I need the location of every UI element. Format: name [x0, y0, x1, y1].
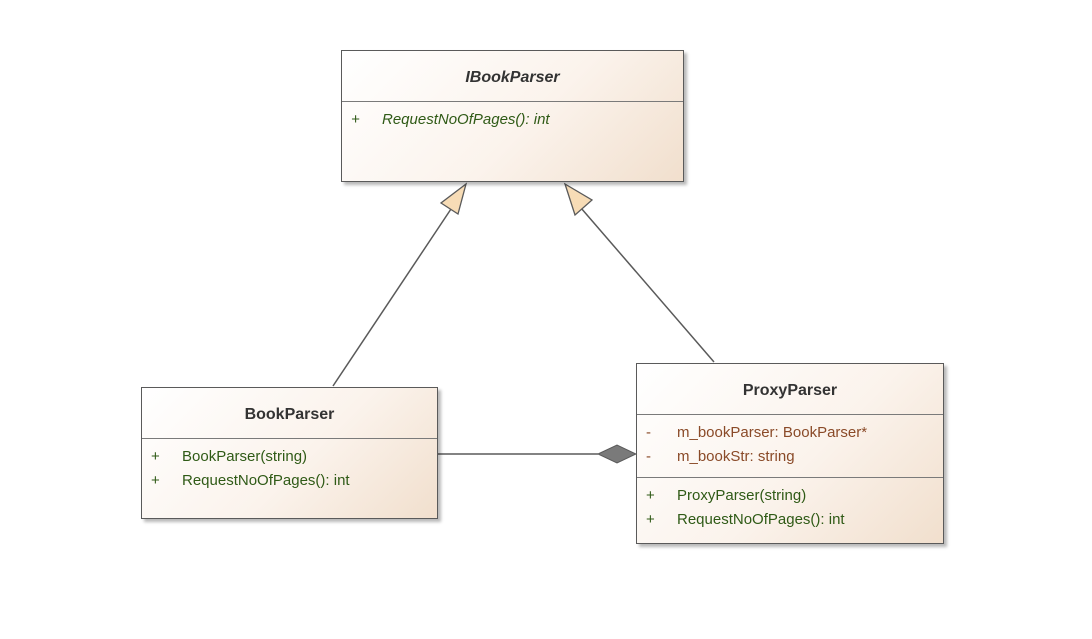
- operation-signature: RequestNoOfPages(): int: [382, 111, 550, 128]
- operation-row: + RequestNoOfPages(): int: [342, 108, 683, 132]
- realization-line-bookparser[interactable]: [332, 205, 454, 387]
- visibility-marker: +: [646, 487, 655, 504]
- operation-signature: RequestNoOfPages(): int: [677, 511, 845, 528]
- operation-signature: BookParser(string): [182, 448, 308, 465]
- realization-arrowhead-bookparser: [439, 182, 468, 216]
- realization-line-proxyparser[interactable]: [580, 207, 715, 363]
- operations-bookparser: + BookParser(string) + RequestNoOfPages(…: [142, 439, 437, 501]
- operations-ibookparser: + RequestNoOfPages(): int: [342, 102, 683, 140]
- visibility-marker: +: [151, 448, 160, 465]
- operation-row: + RequestNoOfPages(): int: [637, 508, 943, 532]
- class-ibookparser[interactable]: IBookParser + RequestNoOfPages(): int: [341, 50, 684, 182]
- realization-arrowhead-proxyparser: [563, 182, 594, 217]
- class-name-bookparser: BookParser: [142, 388, 437, 439]
- composition-diamond: [596, 444, 638, 464]
- attribute-signature: m_bookParser: BookParser*: [677, 424, 868, 441]
- operation-signature: RequestNoOfPages(): int: [182, 472, 350, 489]
- visibility-marker: +: [646, 511, 655, 528]
- class-name-proxyparser: ProxyParser: [637, 364, 943, 415]
- class-bookparser[interactable]: BookParser + BookParser(string) + Reques…: [141, 387, 438, 519]
- attribute-row: - m_bookStr: string: [637, 445, 943, 469]
- operation-row: + BookParser(string): [142, 445, 437, 469]
- visibility-marker: -: [646, 448, 651, 465]
- operation-row: + RequestNoOfPages(): int: [142, 469, 437, 493]
- visibility-marker: -: [646, 424, 651, 441]
- attributes-proxyparser: - m_bookParser: BookParser* - m_bookStr:…: [637, 415, 943, 478]
- operations-proxyparser: + ProxyParser(string) + RequestNoOfPages…: [637, 478, 943, 540]
- operation-signature: ProxyParser(string): [677, 487, 807, 504]
- operation-row: + ProxyParser(string): [637, 484, 943, 508]
- visibility-marker: +: [351, 111, 360, 128]
- class-proxyparser[interactable]: ProxyParser - m_bookParser: BookParser* …: [636, 363, 944, 544]
- visibility-marker: +: [151, 472, 160, 489]
- attribute-row: - m_bookParser: BookParser*: [637, 421, 943, 445]
- class-name-ibookparser: IBookParser: [342, 51, 683, 102]
- attribute-signature: m_bookStr: string: [677, 448, 795, 465]
